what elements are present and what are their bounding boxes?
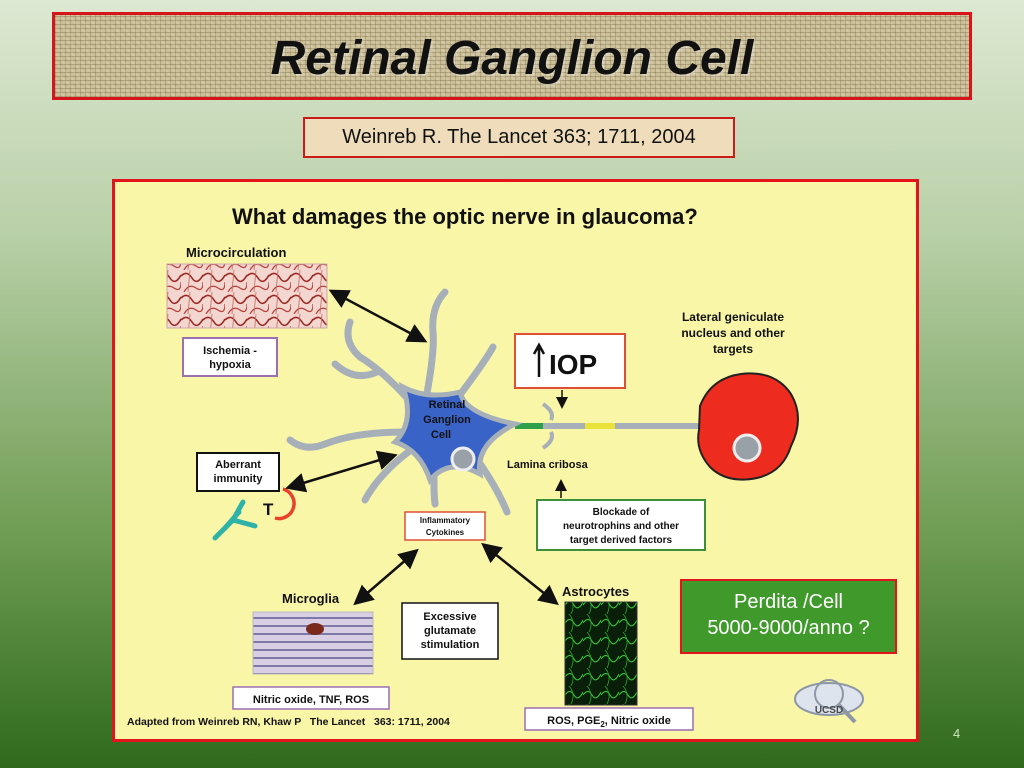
ros-label: ROS, PGE2, Nitric oxide: [547, 715, 671, 729]
figure-heading: What damages the optic nerve in glaucoma…: [232, 204, 698, 229]
blockade-box: [536, 499, 706, 551]
astrocytes-label: Astrocytes: [562, 584, 629, 599]
glutamate-label-1: Excessive: [423, 611, 476, 623]
iop-label: IOP: [549, 349, 597, 380]
microglia-image: [252, 611, 374, 675]
nitric-oxide-box: [232, 686, 390, 710]
ros-label-subscript: 2: [600, 720, 605, 729]
astrocytes-image: [564, 601, 638, 706]
lgn-label-1: Lateral geniculate: [682, 310, 784, 324]
title-banner: Retinal Ganglion Cell: [52, 12, 972, 100]
iop-box: [514, 333, 626, 389]
microglia-cell-icon: [306, 623, 324, 635]
rgc-label-1: Retinal: [429, 399, 466, 411]
ganglion-cell-body: [390, 381, 523, 485]
t-cell-icon: [274, 487, 296, 521]
ros-label-prefix: ROS, PGE: [547, 715, 600, 727]
antibody-icon: [212, 499, 258, 541]
target-cell: [697, 372, 799, 481]
cytokines-label-1: Inflammatory: [420, 516, 471, 525]
slide-title: Retinal Ganglion Cell: [270, 32, 754, 85]
arrow-microglia: [353, 548, 419, 606]
ucsd-logo: UCSD: [794, 679, 864, 724]
microcirculation-label: Microcirculation: [186, 245, 286, 260]
lgn-label-2: nucleus and other: [681, 326, 785, 340]
aberrant-label-2: immunity: [214, 473, 264, 485]
glutamate-label-2: glutamate: [424, 625, 476, 637]
glutamate-box: [401, 602, 499, 660]
ischemia-box: [182, 337, 278, 377]
arrow-microcirculation: [328, 289, 428, 343]
nucleus-icon: [450, 446, 476, 472]
rgc-label-2: Ganglion: [423, 414, 471, 426]
ischemia-label-2: hypoxia: [209, 359, 251, 371]
glaucoma-figure: What damages the optic nerve in glaucoma…: [112, 179, 919, 742]
cytokines-box: [404, 511, 486, 541]
microglia-label: Microglia: [282, 591, 340, 606]
figure-diagram: What damages the optic nerve in glaucoma…: [127, 204, 864, 731]
rgc-label-3: Cell: [431, 429, 451, 441]
arrow-astrocytes: [481, 542, 559, 606]
blockade-label-2: neurotrophins and other: [563, 521, 679, 532]
nitric-oxide-label: Nitric oxide, TNF, ROS: [253, 694, 369, 706]
blockade-label-1: Blockade of: [593, 507, 650, 518]
cell-loss-note: Perdita /Cell 5000-9000/anno ?: [680, 579, 897, 654]
lgn-label-3: targets: [713, 342, 753, 356]
microcirculation-image: [166, 263, 328, 329]
aberrant-label-1: Aberrant: [215, 459, 261, 471]
ros-label-suffix: , Nitric oxide: [605, 715, 671, 727]
ros-box: [524, 707, 694, 731]
aberrant-box: [196, 452, 280, 492]
glutamate-label-3: stimulation: [421, 639, 480, 651]
cell-loss-line-1: Perdita /Cell: [734, 591, 843, 613]
ischemia-label-1: Ischemia -: [203, 345, 257, 357]
blockade-label-3: target derived factors: [570, 535, 673, 546]
ucsd-logo-text: UCSD: [815, 705, 843, 716]
target-nucleus-icon: [732, 433, 762, 463]
page-number: 4: [953, 726, 961, 741]
adapted-caption: Adapted from Weinreb RN, Khaw P The Lanc…: [127, 716, 450, 728]
arrows: [285, 289, 559, 606]
iop-up-arrow-icon: [532, 342, 546, 377]
cell-loss-line-2: 5000-9000/anno ?: [707, 617, 870, 639]
t-cell-label: T: [263, 500, 274, 519]
lamina-label: Lamina cribosa: [507, 459, 589, 471]
cytokines-label-2: Cytokines: [426, 528, 465, 537]
citation-box: Weinreb R. The Lancet 363; 1711, 2004: [303, 117, 735, 158]
lamina-walls: [541, 402, 554, 450]
arrow-aberrant: [285, 450, 398, 493]
